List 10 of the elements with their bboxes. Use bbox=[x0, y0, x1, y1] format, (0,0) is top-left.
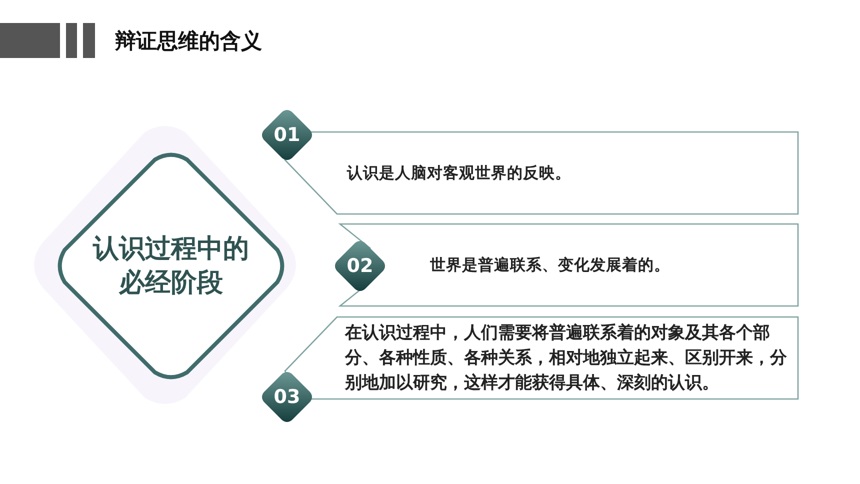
diamond-frame bbox=[55, 150, 287, 382]
step-number: 01 bbox=[272, 123, 302, 148]
panel-text: 认识是人脑对客观世界的反映。 bbox=[347, 162, 572, 184]
panel-text: 世界是普遍联系、变化发展着的。 bbox=[430, 254, 671, 276]
heading-text: 认识过程中的必经阶段 bbox=[93, 233, 249, 300]
text-panel bbox=[340, 224, 798, 306]
panel-text: 在认识过程中，人们需要将普遍联系着的对象及其各个部分、各种性质、各种关系，相对地独立起来、区别开来，分别地加以研究，这样才能获得具体、深刻的认识。 bbox=[345, 322, 788, 394]
step-number: 03 bbox=[272, 385, 302, 410]
slide-title: 辩证思维的含义 bbox=[115, 28, 262, 55]
step-number: 02 bbox=[346, 254, 374, 279]
